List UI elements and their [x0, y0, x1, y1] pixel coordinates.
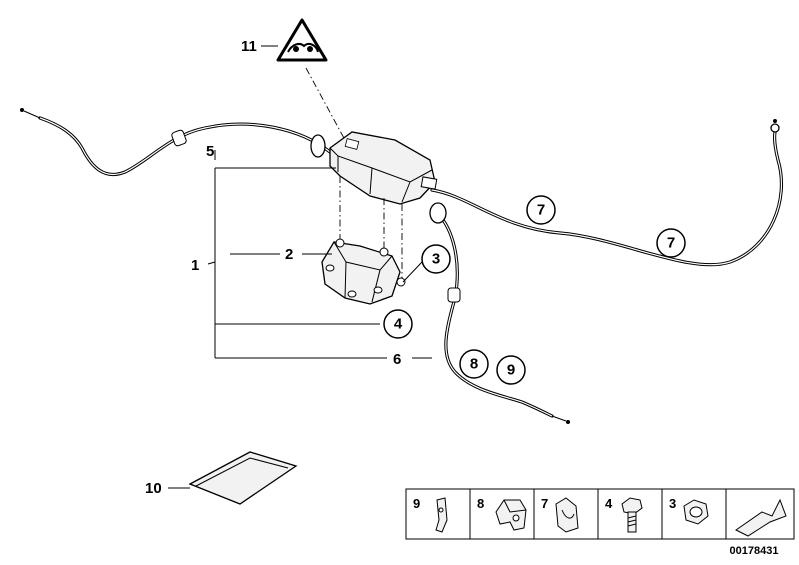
callout-9: 9: [496, 355, 526, 385]
cable-7: [430, 119, 783, 267]
svg-text:4: 4: [394, 316, 403, 333]
svg-text:7: 7: [537, 202, 545, 219]
legend-number-8: 8: [477, 496, 484, 511]
legend-number-9: 9: [413, 496, 420, 511]
callout-7a: 7: [526, 195, 556, 225]
callout-4: 4: [383, 309, 413, 339]
legend-number-3: 3: [669, 496, 676, 511]
clip-8-icon: [495, 499, 527, 531]
document-id: 00178431: [730, 545, 779, 557]
callout-8: 8: [459, 349, 489, 379]
brake-actuator: [329, 131, 438, 205]
label-5: 5: [206, 143, 214, 160]
legend-number-4: 4: [605, 496, 613, 511]
warning-label-icon: [276, 18, 328, 62]
label-1: 1: [191, 257, 199, 274]
legend-strip: 9 8 7 4 3: [405, 488, 795, 540]
label-6: 6: [393, 351, 401, 368]
callout-3: 3: [421, 244, 451, 274]
legend-number-7: 7: [541, 496, 548, 511]
alignment-lines: [305, 67, 403, 278]
svg-text:7: 7: [667, 235, 675, 252]
callout-7b: 7: [656, 228, 686, 258]
hex-nut-icon: [683, 499, 709, 525]
cable-6: [429, 202, 570, 424]
bolt-icon: [621, 497, 643, 533]
svg-text:3: 3: [432, 251, 440, 268]
label-11: 11: [241, 38, 257, 55]
svg-text:9: 9: [507, 362, 515, 379]
clip-7-icon: [555, 497, 579, 533]
leader-lines: [168, 45, 432, 489]
grease-packet-icon: [188, 451, 298, 505]
cable-5: [20, 108, 332, 177]
clip-9-icon: [435, 497, 448, 533]
label-2: 2: [285, 246, 293, 263]
svg-text:8: 8: [470, 356, 478, 373]
bracket: [321, 238, 406, 305]
arrow-icon: [735, 498, 787, 537]
label-10: 10: [145, 480, 162, 497]
